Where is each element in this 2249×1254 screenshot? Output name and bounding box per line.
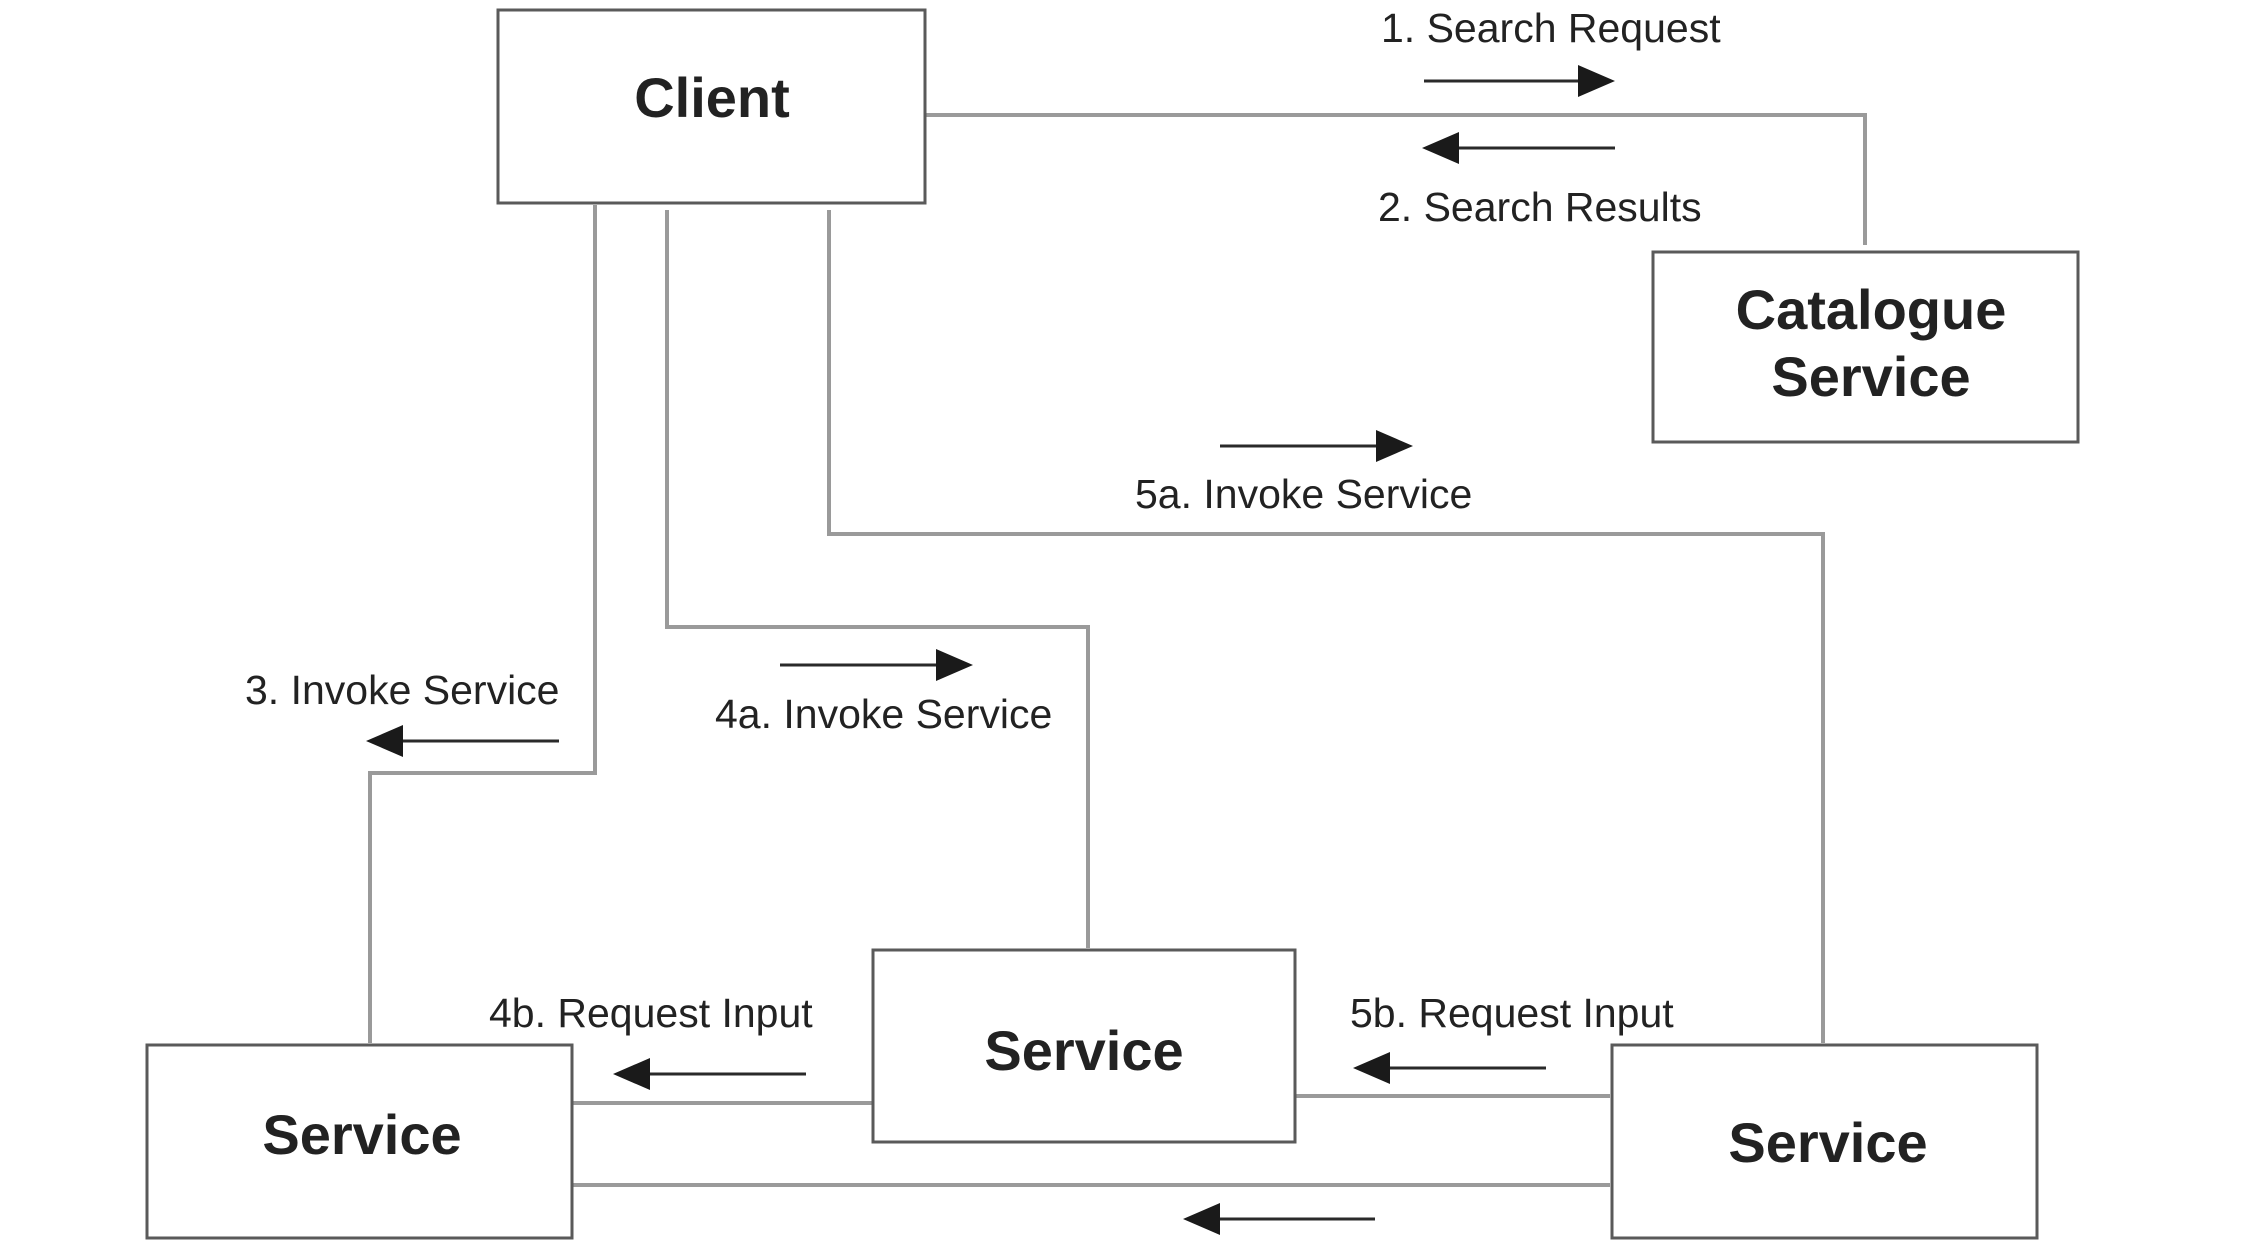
catalogue-service-node: Catalogue Service xyxy=(1651,250,2080,444)
arrow-right-invoke-4a xyxy=(780,649,973,681)
arrow-left-request-input-4b xyxy=(613,1058,806,1090)
connector-client-service-left xyxy=(368,205,597,1043)
arrow-left-bottom xyxy=(1183,1203,1375,1235)
service-left-label: Service xyxy=(262,1103,461,1166)
service-right-label: Service xyxy=(1728,1111,1927,1174)
client-node: Client xyxy=(496,8,927,205)
connector-client-service-right xyxy=(827,210,1825,1043)
invoke-4a-label: 4a. Invoke Service xyxy=(715,691,1052,737)
edge-labels: 1. Search Request 2. Search Results 5a. … xyxy=(245,5,1721,1036)
service-middle-label: Service xyxy=(984,1019,1183,1082)
search-request-label: 1. Search Request xyxy=(1381,5,1721,51)
service-left-node: Service xyxy=(145,1043,574,1240)
arrow-left-search-results xyxy=(1422,132,1615,164)
connector-client-service-middle xyxy=(665,210,1090,948)
arrow-left-request-input-5b xyxy=(1353,1052,1546,1084)
connectors xyxy=(368,113,1867,1187)
invoke-5a-label: 5a. Invoke Service xyxy=(1135,471,1472,517)
service-middle-node: Service xyxy=(871,948,1297,1144)
search-results-label: 2. Search Results xyxy=(1378,184,1702,230)
service-right-node: Service xyxy=(1610,1043,2039,1240)
client-label: Client xyxy=(634,66,790,129)
request-input-4b-label: 4b. Request Input xyxy=(489,990,813,1036)
invoke-3-label: 3. Invoke Service xyxy=(245,667,560,713)
catalogue-label-line1: Catalogue xyxy=(1736,278,2007,341)
direction-arrows xyxy=(366,65,1615,1235)
request-input-5b-label: 5b. Request Input xyxy=(1350,990,1674,1036)
arrow-left-invoke-3 xyxy=(366,725,559,757)
arrow-right-search-request xyxy=(1424,65,1615,97)
catalogue-label-line2: Service xyxy=(1771,345,1970,408)
connector-client-catalogue xyxy=(922,113,1867,245)
arrow-right-invoke-5a xyxy=(1220,430,1413,462)
